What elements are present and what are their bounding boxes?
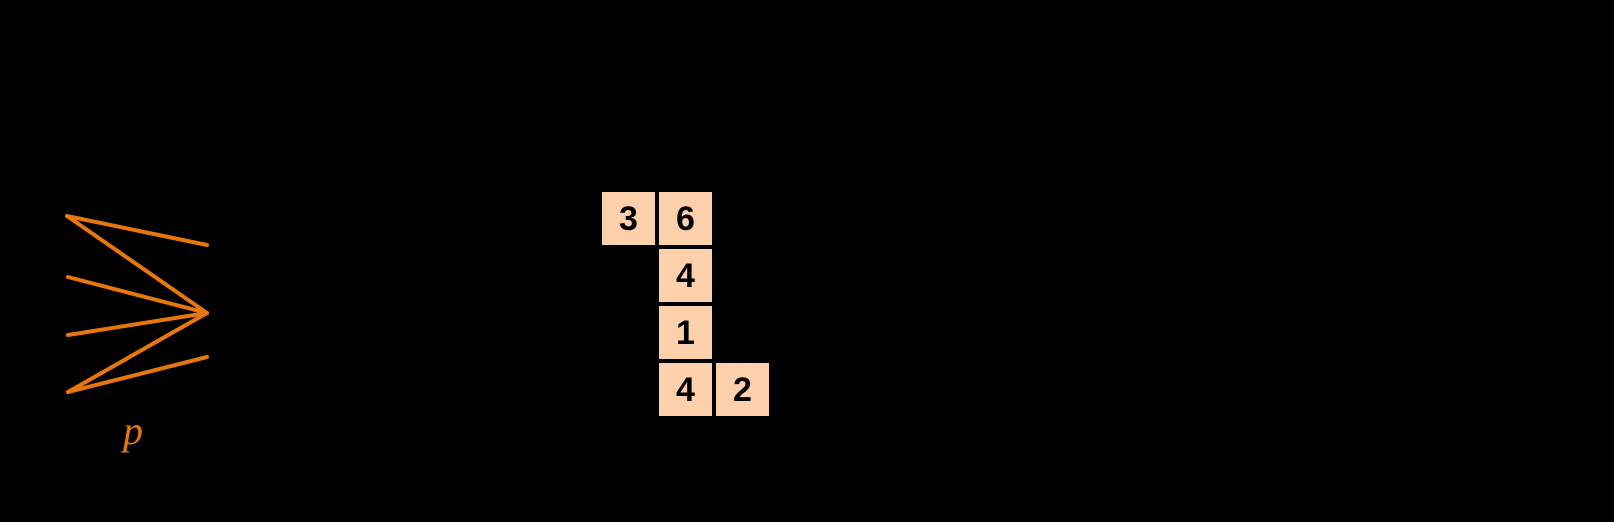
- path-segment-d-c: [66, 275, 209, 315]
- path-label-p: p: [123, 408, 143, 453]
- path-segment-f-g: [66, 355, 209, 394]
- path-segment-a-c: [65, 214, 209, 315]
- path-segment-e-c: [66, 311, 209, 337]
- path-segment-a-b: [65, 214, 209, 247]
- grid-cell-r3c1: 4: [657, 361, 714, 418]
- grid-cell-r0c1: 6: [657, 190, 714, 247]
- grid-cell-r2c1: 1: [657, 304, 714, 361]
- grid-cell-r0c0: 3: [600, 190, 657, 247]
- path-segment-group: [65, 214, 209, 394]
- zigzag-path-figure: p: [0, 0, 300, 522]
- grid-cell-r1c1: 4: [657, 247, 714, 304]
- zigzag-path-svg: [65, 214, 209, 394]
- grid-cell-r3c2: 2: [714, 361, 771, 418]
- path-segment-c-f: [66, 311, 209, 394]
